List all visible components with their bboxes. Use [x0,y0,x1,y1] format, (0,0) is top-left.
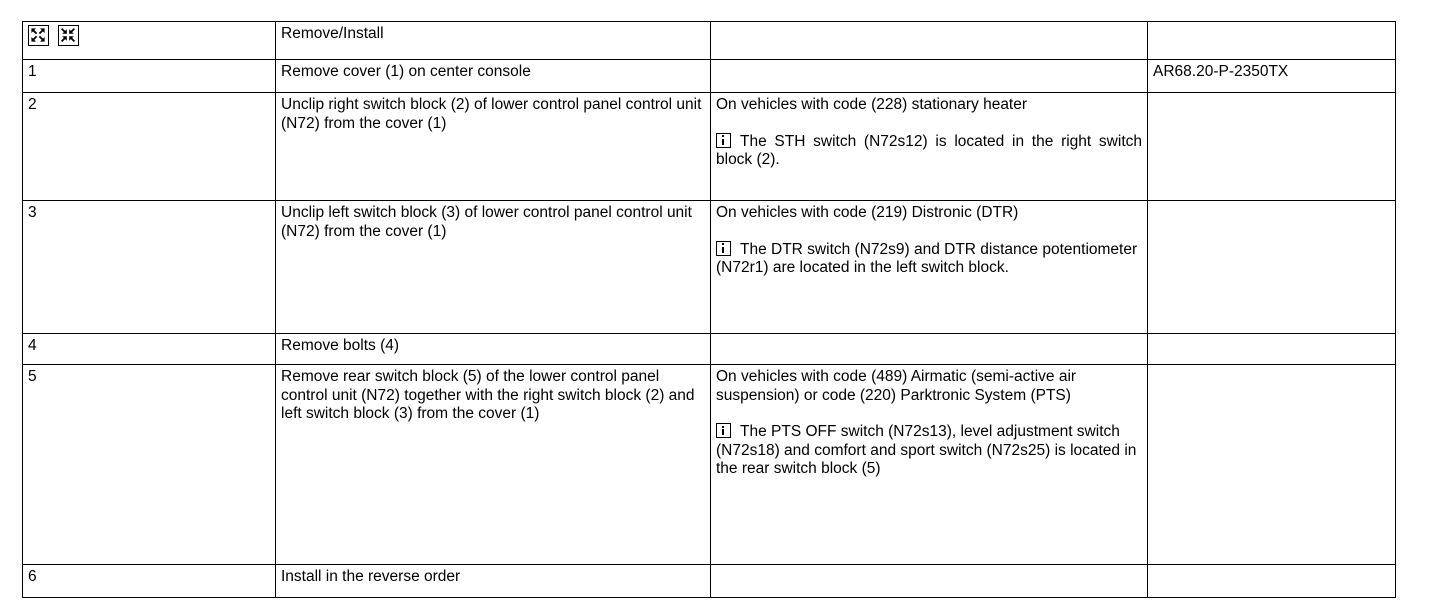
note-body-text: The PTS OFF switch (N72s13), level adjus… [716,423,1137,477]
step-description-cell: Unclip left switch block (3) of lower co… [275,200,711,334]
note-heading: On vehicles with code (228) stationary h… [716,96,1028,113]
note-block: On vehicles with code (219) Distronic (D… [716,204,1142,278]
info-icon [716,132,731,148]
table-row: 6 Install in the reverse order [22,564,1396,598]
step-description: Remove rear switch block (5) of the lowe… [281,368,695,422]
step-note-cell: On vehicles with code (228) stationary h… [710,92,1148,201]
header-description-cell: Remove/Install [275,21,711,60]
step-number: 5 [28,368,37,385]
step-reference-cell [1147,333,1396,365]
step-number: 4 [28,337,37,354]
step-description-cell: Remove rear switch block (5) of the lowe… [275,364,711,565]
note-block: On vehicles with code (489) Airmatic (se… [716,368,1142,479]
step-number: 1 [28,63,37,80]
step-description: Install in the reverse order [281,568,461,585]
step-description: Remove bolts (4) [281,337,400,354]
step-description-cell: Unclip right switch block (2) of lower c… [275,92,711,201]
header-reference-cell [1147,21,1396,60]
table-header-row: Remove/Install [22,21,1396,60]
note-body: The DTR switch (N72s9) and DTR distance … [716,240,1142,278]
note-block: On vehicles with code (228) stationary h… [716,96,1142,170]
info-icon [716,423,731,438]
step-note-cell [710,59,1148,93]
procedure-table: Remove/Install 1 Remove cover (1) on cen… [22,21,1396,598]
step-reference-cell [1147,200,1396,334]
table-row: 4 Remove bolts (4) [22,333,1396,365]
step-number-cell: 1 [22,59,276,93]
step-reference-cell [1147,564,1396,598]
header-description-text: Remove/Install [281,25,384,42]
step-reference-cell: AR68.20-P-2350TX [1147,59,1396,93]
reference-code[interactable]: AR68.20-P-2350TX [1153,63,1289,80]
step-reference-cell [1147,364,1396,565]
step-description-cell: Remove cover (1) on center console [275,59,711,93]
view-controls [28,25,270,46]
expand-icon[interactable] [28,25,49,46]
table-row: 3 Unclip left switch block (3) of lower … [22,200,1396,334]
step-description-cell: Install in the reverse order [275,564,711,598]
step-number-cell: 4 [22,333,276,365]
step-reference-cell [1147,92,1396,201]
step-number: 2 [28,96,37,113]
header-icons-cell [22,21,276,60]
step-number: 3 [28,204,37,221]
step-note-cell [710,564,1148,598]
note-body: The PTS OFF switch (N72s13), level adjus… [716,423,1142,479]
table-row: 1 Remove cover (1) on center console AR6… [22,59,1396,93]
step-number-cell: 6 [22,564,276,598]
step-description: Unclip right switch block (2) of lower c… [281,96,702,132]
step-description: Remove cover (1) on center console [281,63,531,80]
note-body-text: The STH switch (N72s12) is located in th… [716,132,1142,169]
collapse-icon[interactable] [58,25,79,46]
note-heading: On vehicles with code (489) Airmatic (se… [716,368,1077,404]
note-body: The STH switch (N72s12) is located in th… [716,132,1142,170]
note-heading: On vehicles with code (219) Distronic (D… [716,204,1019,221]
step-note-cell: On vehicles with code (489) Airmatic (se… [710,364,1148,565]
table-row: 5 Remove rear switch block (5) of the lo… [22,364,1396,565]
info-icon [716,240,731,256]
step-note-cell: On vehicles with code (219) Distronic (D… [710,200,1148,334]
step-number: 6 [28,568,37,585]
note-body-text: The DTR switch (N72s9) and DTR distance … [716,240,1138,277]
step-note-cell [710,333,1148,365]
step-number-cell: 5 [22,364,276,565]
header-note-cell [710,21,1148,60]
step-number-cell: 3 [22,200,276,334]
step-description: Unclip left switch block (3) of lower co… [281,204,692,240]
step-description-cell: Remove bolts (4) [275,333,711,365]
table-row: 2 Unclip right switch block (2) of lower… [22,92,1396,201]
step-number-cell: 2 [22,92,276,201]
